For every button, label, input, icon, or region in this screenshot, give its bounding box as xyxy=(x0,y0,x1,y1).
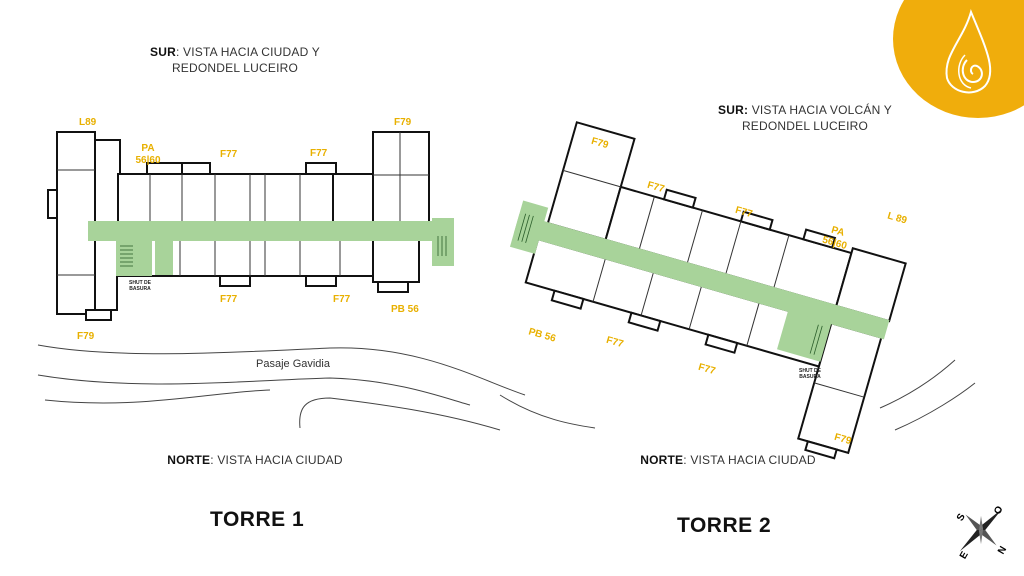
unit-label: PB 56 xyxy=(391,304,419,315)
torre1-corridor xyxy=(88,218,454,276)
brand-logo xyxy=(893,0,1024,118)
unit-label: F77 xyxy=(333,294,351,305)
street-name: Pasaje Gavidia xyxy=(256,358,330,370)
torre1-stairs-icon xyxy=(120,236,447,267)
trash-chute-label: SHUT DE BASURA xyxy=(129,280,151,292)
flame-drop-logo-icon xyxy=(945,8,992,94)
north-view-text: : VISTA HACIA CIUDAD xyxy=(210,453,343,467)
north-view-text: : VISTA HACIA CIUDAD xyxy=(683,453,816,467)
south-view-text-line2: REDONDEL LUCEIRO xyxy=(741,119,869,133)
torre2-floor-plan xyxy=(509,121,907,460)
unit-label: F77 xyxy=(220,149,238,160)
torre1-title: TORRE 1 xyxy=(210,508,305,531)
torre1-floor-plan xyxy=(47,131,430,321)
unit-label: F79 xyxy=(77,331,95,342)
south-view-text-line2: REDONDEL LUCEIRO xyxy=(171,61,299,75)
torre1-south-view: SUR: VISTA HACIA CIUDAD Y REDONDEL LUCEI… xyxy=(140,44,330,76)
south-heading: SUR xyxy=(150,45,176,59)
north-heading: NORTE xyxy=(167,453,211,467)
unit-label: F79 xyxy=(394,117,412,128)
torre1-north-view: NORTE: VISTA HACIA CIUDAD xyxy=(150,452,360,468)
compass-rose-icon xyxy=(959,508,1003,552)
torre2-title: TORRE 2 xyxy=(677,514,772,537)
south-view-text: VISTA HACIA VOLCÁN Y xyxy=(748,103,892,117)
torre2-north-view: NORTE: VISTA HACIA CIUDAD xyxy=(623,452,833,468)
torre2-south-view: SUR: VISTA HACIA VOLCÁN Y REDONDEL LUCEI… xyxy=(705,102,905,134)
south-view-text: : VISTA HACIA CIUDAD Y xyxy=(175,45,320,59)
north-heading: NORTE xyxy=(640,453,684,467)
unit-label: F77 xyxy=(220,294,238,305)
unit-label: L89 xyxy=(79,117,97,128)
trash-chute-label: SHUT DE BASURA xyxy=(799,368,821,380)
unit-label: PA 56|60 xyxy=(135,143,161,166)
torre1-interior-walls xyxy=(57,132,429,276)
south-heading: SUR: xyxy=(718,103,749,117)
unit-label: F77 xyxy=(310,148,328,159)
